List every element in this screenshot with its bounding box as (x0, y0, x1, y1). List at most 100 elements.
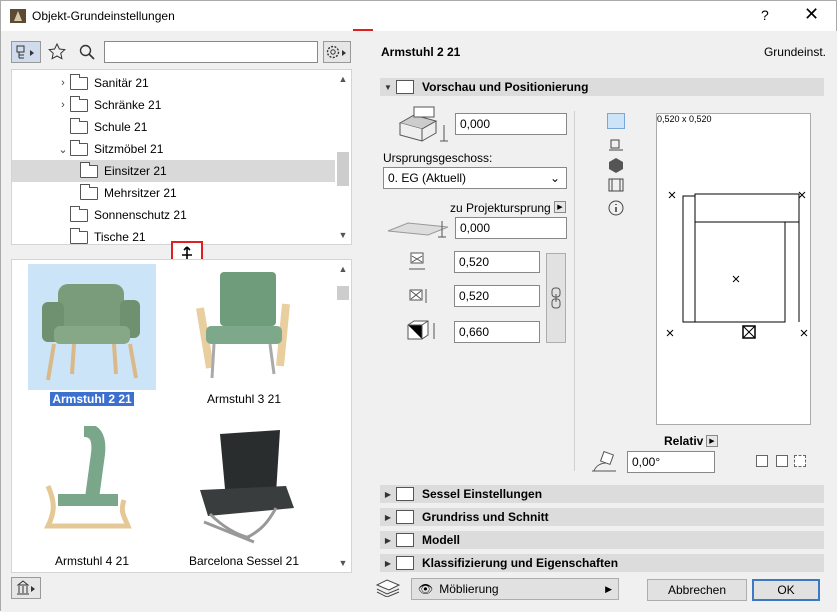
tree-item[interactable]: Schule 21 (12, 116, 337, 138)
left-pane: › Sanitär 21 › Schränke 21 Schule 21 ⌄ Sitz… (1, 31, 353, 612)
depth-input[interactable]: 0,520 (454, 285, 540, 307)
tree-item-label: Tische 21 (94, 230, 146, 244)
tree-item-label: Schränke 21 (94, 98, 162, 112)
view-section-icon[interactable] (607, 137, 625, 153)
ok-button[interactable]: OK (752, 579, 820, 601)
chair-thumbnail (180, 426, 308, 552)
close-button[interactable]: ✕ (804, 4, 820, 24)
section-grundriss-header[interactable]: ▶ Grundriss und Schnitt (380, 508, 824, 526)
folder-icon (70, 73, 88, 90)
elevation-input[interactable]: 0,000 (455, 113, 567, 135)
library-tree-icon (16, 45, 34, 59)
scroll-thumb[interactable] (337, 152, 349, 186)
settings-menu-button[interactable] (323, 41, 351, 63)
title-bar: Objekt-Grundeinstellungen ? ✕ (1, 1, 836, 31)
tree-item-label: Sonnenschutz 21 (94, 208, 187, 222)
mirror-none-icon[interactable] (756, 455, 768, 467)
model-cube-icon (396, 533, 414, 547)
tree-item[interactable]: › Sanitär 21 (12, 72, 337, 94)
gallery-scrollbar[interactable]: ▲ ▼ (335, 260, 351, 572)
section-title: Modell (422, 533, 460, 547)
tree-item[interactable]: Tische 21 (12, 226, 337, 244)
elevation-icon (398, 106, 448, 142)
angle-input[interactable]: 0,00° (627, 451, 715, 473)
view-plan-button[interactable] (607, 113, 625, 129)
section-title: Sessel Einstellungen (422, 487, 543, 501)
folder-icon (80, 183, 98, 200)
chevron-down-icon[interactable]: ⌄ (58, 143, 68, 156)
plan-preview: 0,520 x 0,520 (656, 113, 811, 425)
tree-item-label: Sitzmöbel 21 (94, 142, 164, 156)
gallery-item-label: Armstuhl 3 21 (206, 392, 282, 406)
scroll-up-icon[interactable]: ▲ (338, 74, 348, 84)
tree-item-label: Sanitär 21 (94, 76, 149, 90)
panel-divider (574, 111, 575, 471)
classification-icon (396, 556, 414, 570)
project-elevation-input[interactable]: 0,000 (455, 217, 567, 239)
layers-icon (375, 579, 401, 597)
gallery-item[interactable]: Armstuhl 4 21 (12, 423, 152, 572)
chain-link-icon (551, 287, 561, 309)
view-film-icon[interactable] (607, 177, 625, 193)
relativ-menu-button[interactable]: ▶ (706, 435, 718, 447)
gallery-item-selected[interactable]: Armstuhl 2 21 (12, 262, 156, 412)
scroll-up-icon[interactable]: ▲ (338, 264, 348, 274)
object-name: Armstuhl 2 21 (381, 45, 461, 59)
home-story-label: Ursprungsgeschoss: (383, 151, 493, 165)
folder-view-button[interactable] (11, 41, 41, 63)
window-title: Objekt-Grundeinstellungen (32, 9, 175, 23)
chair-thumbnail (28, 423, 156, 552)
right-pane: Armstuhl 2 21 Grundeinst. ▼ Vorschau und… (353, 31, 837, 612)
eye-icon: 👁 (418, 582, 434, 596)
view-3d-icon[interactable] (607, 157, 625, 173)
section-preview-header[interactable]: ▼ Vorschau und Positionierung (380, 78, 824, 96)
triangle-right-icon: ▶ (384, 512, 392, 522)
chevron-right-icon[interactable]: › (61, 77, 65, 89)
section-klassifizierung-header[interactable]: ▶ Klassifizierung und Eigenschaften (380, 554, 824, 572)
mirror-x-icon[interactable] (776, 455, 788, 467)
gallery-item-label: Armstuhl 2 21 (50, 392, 134, 406)
layer-value: Möblierung (439, 582, 499, 596)
chevron-right-icon[interactable]: › (61, 99, 65, 111)
tree-item[interactable]: Mehrsitzer 21 (12, 182, 337, 204)
cancel-button[interactable]: Abbrechen (647, 579, 747, 601)
gallery-item[interactable]: Armstuhl 3 21 (180, 262, 320, 412)
cantilever-chair-icon (43, 423, 132, 529)
tree-scrollbar[interactable]: ▲ ▼ (335, 70, 351, 244)
rotation-angle-icon (592, 451, 616, 472)
height-input[interactable]: 0,660 (454, 321, 540, 343)
width-input[interactable]: 0,520 (454, 251, 540, 273)
section-title: Klassifizierung und Eigenschaften (422, 556, 619, 570)
tree-item-selected[interactable]: Einsitzer 21 (12, 160, 337, 182)
section-modell-header[interactable]: ▶ Modell (380, 531, 824, 549)
home-story-select[interactable]: 0. EG (Aktuell) ⌄ (383, 167, 567, 189)
search-button[interactable] (75, 41, 99, 63)
triangle-right-icon: ▶ (384, 558, 392, 568)
width-icon (409, 252, 425, 270)
search-input[interactable] (104, 41, 318, 63)
chevron-down-icon: ⌄ (549, 171, 560, 185)
favorites-button[interactable] (45, 41, 69, 63)
star-icon (48, 43, 66, 60)
layer-select[interactable]: 👁 Möblierung ▶ (411, 578, 619, 600)
tree-item[interactable]: ⌄ Sitzmöbel 21 (12, 138, 337, 160)
scroll-down-icon[interactable]: ▼ (338, 558, 348, 568)
help-button[interactable]: ? (761, 7, 769, 23)
folder-icon (70, 139, 88, 156)
folder-icon (80, 161, 98, 178)
tree-item[interactable]: › Schränke 21 (12, 94, 337, 116)
tree-item[interactable]: Sonnenschutz 21 (12, 204, 337, 226)
triangle-right-icon: ▶ (605, 583, 612, 594)
scroll-down-icon[interactable]: ▼ (338, 230, 348, 240)
section-sessel-header[interactable]: ▶ Sessel Einstellungen (380, 485, 824, 503)
project-zero-menu-button[interactable]: ▶ (554, 201, 566, 213)
mirror-y-icon[interactable] (794, 455, 806, 467)
gallery-item[interactable]: Barcelona Sessel 21 (180, 424, 320, 572)
scroll-thumb[interactable] (337, 286, 349, 300)
proportion-lock-button[interactable] (546, 253, 566, 343)
home-story-value: 0. EG (Aktuell) (388, 171, 467, 185)
library-manager-button[interactable] (11, 577, 41, 599)
relativ-label: Relativ (664, 434, 704, 448)
info-icon[interactable] (607, 199, 625, 217)
folder-icon (70, 95, 88, 112)
